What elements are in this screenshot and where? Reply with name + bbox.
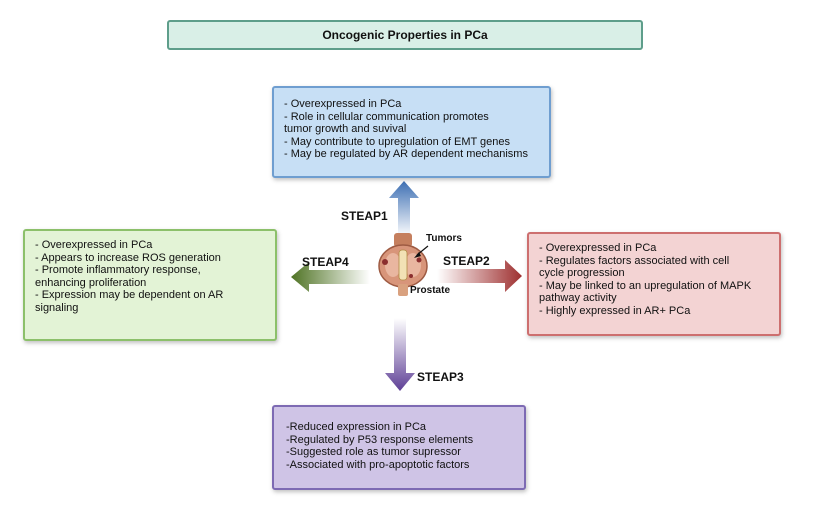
- steap2-line: - Highly expressed in AR+ PCa: [539, 304, 691, 317]
- prostate-illustration: [378, 233, 428, 296]
- steap1-box: - Overexpressed in PCa - Role in cellula…: [272, 86, 551, 178]
- prostate-label: Prostate: [410, 285, 451, 296]
- steap2-box: - Overexpressed in PCa - Regulates facto…: [527, 232, 781, 336]
- steap1-line: tumor growth and suvival: [284, 123, 407, 135]
- steap1-line: - May contribute to upregulation of EMT …: [284, 135, 511, 148]
- steap1-line: - Role in cellular communication promote…: [284, 110, 489, 123]
- steap2-line: pathway activity: [539, 292, 617, 304]
- steap4-line: - Overexpressed in PCa: [35, 239, 153, 251]
- steap2-arrow: [437, 260, 522, 292]
- steap1-arrow: [389, 181, 419, 237]
- steap1-line: - May be regulated by AR dependent mecha…: [284, 148, 528, 160]
- steap3-line: -Regulated by P53 response elements: [286, 433, 474, 446]
- steap4-line: - Promote inflammatory response,: [35, 264, 201, 276]
- steap1-label: STEAP1: [341, 209, 388, 223]
- tumors-label: Tumors: [426, 233, 462, 244]
- steap2-line: - Regulates factors associated with cell: [539, 254, 730, 267]
- steap3-arrow: [385, 318, 415, 391]
- diagram-title: Oncogenic Properties in PCa: [167, 20, 643, 50]
- steap2-line: - Overexpressed in PCa: [539, 242, 657, 254]
- steap1-line: - Overexpressed in PCa: [284, 98, 402, 110]
- steap2-line: - May be linked to an upregulation of MA…: [539, 279, 752, 292]
- steap3-line: -Suggested role as tumor supressor: [286, 446, 461, 458]
- steap4-arrow: [291, 262, 370, 292]
- steap4-line: - Expression may be dependent on AR: [35, 289, 224, 301]
- steap4-box: - Overexpressed in PCa - Appears to incr…: [23, 229, 277, 341]
- steap4-line: - Appears to increase ROS generation: [35, 251, 221, 264]
- steap3-line: -Associated with pro-apoptotic factors: [286, 458, 470, 471]
- steap4-label: STEAP4: [302, 255, 349, 269]
- steap2-label: STEAP2: [443, 254, 490, 268]
- tumors-pointer: [414, 245, 429, 258]
- steap2-line: cycle progression: [539, 267, 625, 279]
- steap3-label: STEAP3: [417, 370, 464, 384]
- steap4-line: signaling: [35, 301, 79, 314]
- steap3-line: -Reduced expression in PCa: [286, 421, 427, 433]
- steap3-box: -Reduced expression in PCa -Regulated by…: [272, 405, 526, 490]
- steap4-line: enhancing proliferation: [35, 276, 147, 289]
